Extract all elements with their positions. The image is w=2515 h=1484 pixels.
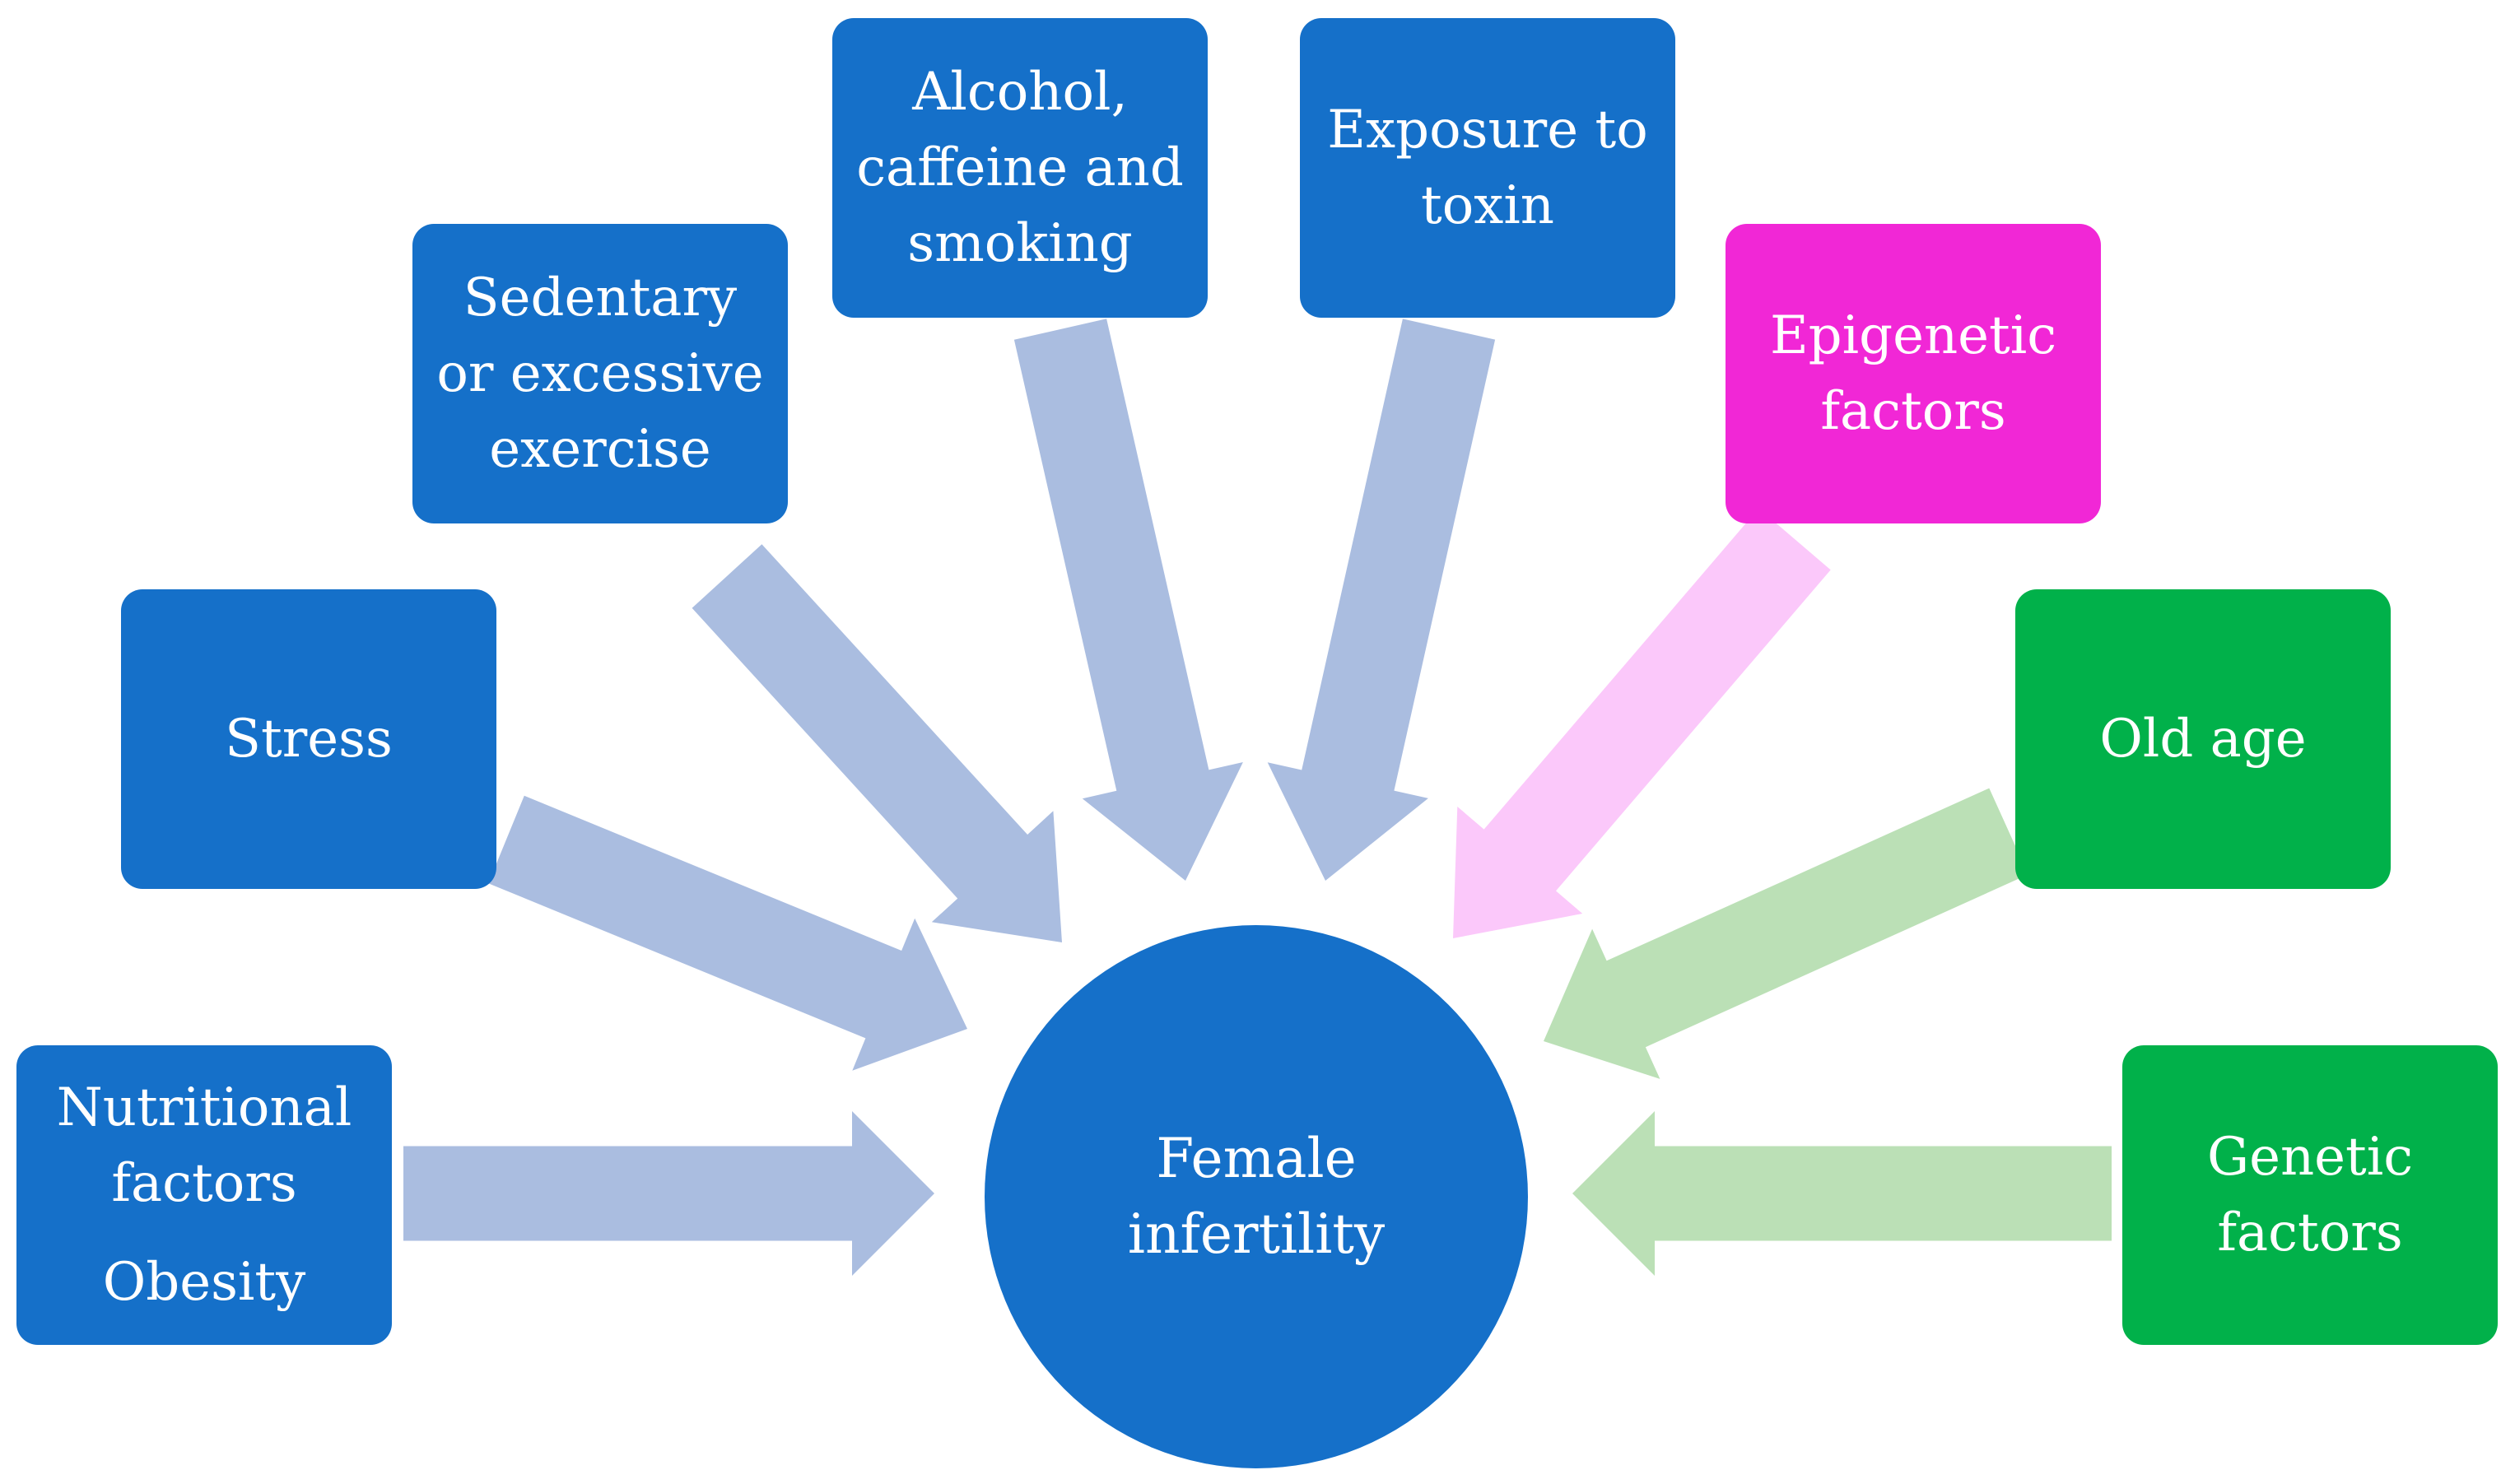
factor-label-line: factors xyxy=(111,1153,297,1214)
factor-box-old-age: Old age xyxy=(2015,589,2391,889)
center-label-line: infertility xyxy=(1127,1203,1386,1266)
factor-box-alcohol-caffeine-smoking: Alcohol, caffeine and smoking xyxy=(832,18,1208,318)
factor-label-line: Old age xyxy=(2099,709,2307,770)
factor-label-line: caffeine and xyxy=(856,137,1184,198)
arrow-old-age xyxy=(1544,788,2028,1079)
factor-label-line: factors xyxy=(2217,1203,2403,1263)
arrow-nutrition xyxy=(403,1111,934,1276)
factor-label-obesity: Obesity xyxy=(102,1252,306,1313)
center-label-line: Female xyxy=(1156,1127,1357,1190)
factor-box-nutritional: Nutritional factors Obesity xyxy=(16,1045,392,1345)
factor-label-line: or excessive xyxy=(436,343,764,404)
arrow-toxin xyxy=(1267,319,1496,881)
arrow-genetic xyxy=(1572,1111,2112,1276)
factor-label-line: exercise xyxy=(489,419,711,480)
factor-label-line: Stress xyxy=(225,709,393,770)
factor-label-line: Nutritional xyxy=(56,1077,352,1138)
factor-box-epigenetic: Epigenetic factors xyxy=(1726,224,2101,523)
factor-label-line: smoking xyxy=(907,213,1133,274)
factor-box-stress: Stress xyxy=(121,589,496,889)
factor-label-line: Exposure to xyxy=(1327,100,1648,160)
factor-label-line: Alcohol, xyxy=(912,62,1128,123)
factor-label-line: factors xyxy=(1820,381,2006,442)
arrow-stress xyxy=(488,795,967,1071)
factor-label-line: Sedentary xyxy=(463,267,738,328)
arrow-sedentary xyxy=(692,544,1062,942)
factor-label-line: Epigenetic xyxy=(1769,305,2057,366)
factor-label-line: Genetic xyxy=(2206,1127,2414,1188)
center-node-female-infertility: Female infertility xyxy=(985,925,1528,1468)
factor-label-line: toxin xyxy=(1420,175,1555,236)
arrow-epigenetic xyxy=(1453,508,1831,938)
factor-box-toxin-exposure: Exposure to toxin xyxy=(1300,18,1675,318)
factor-box-sedentary-exercise: Sedentary or excessive exercise xyxy=(412,224,788,523)
factor-box-genetic: Genetic factors xyxy=(2122,1045,2498,1345)
arrow-alcohol xyxy=(1013,319,1243,881)
